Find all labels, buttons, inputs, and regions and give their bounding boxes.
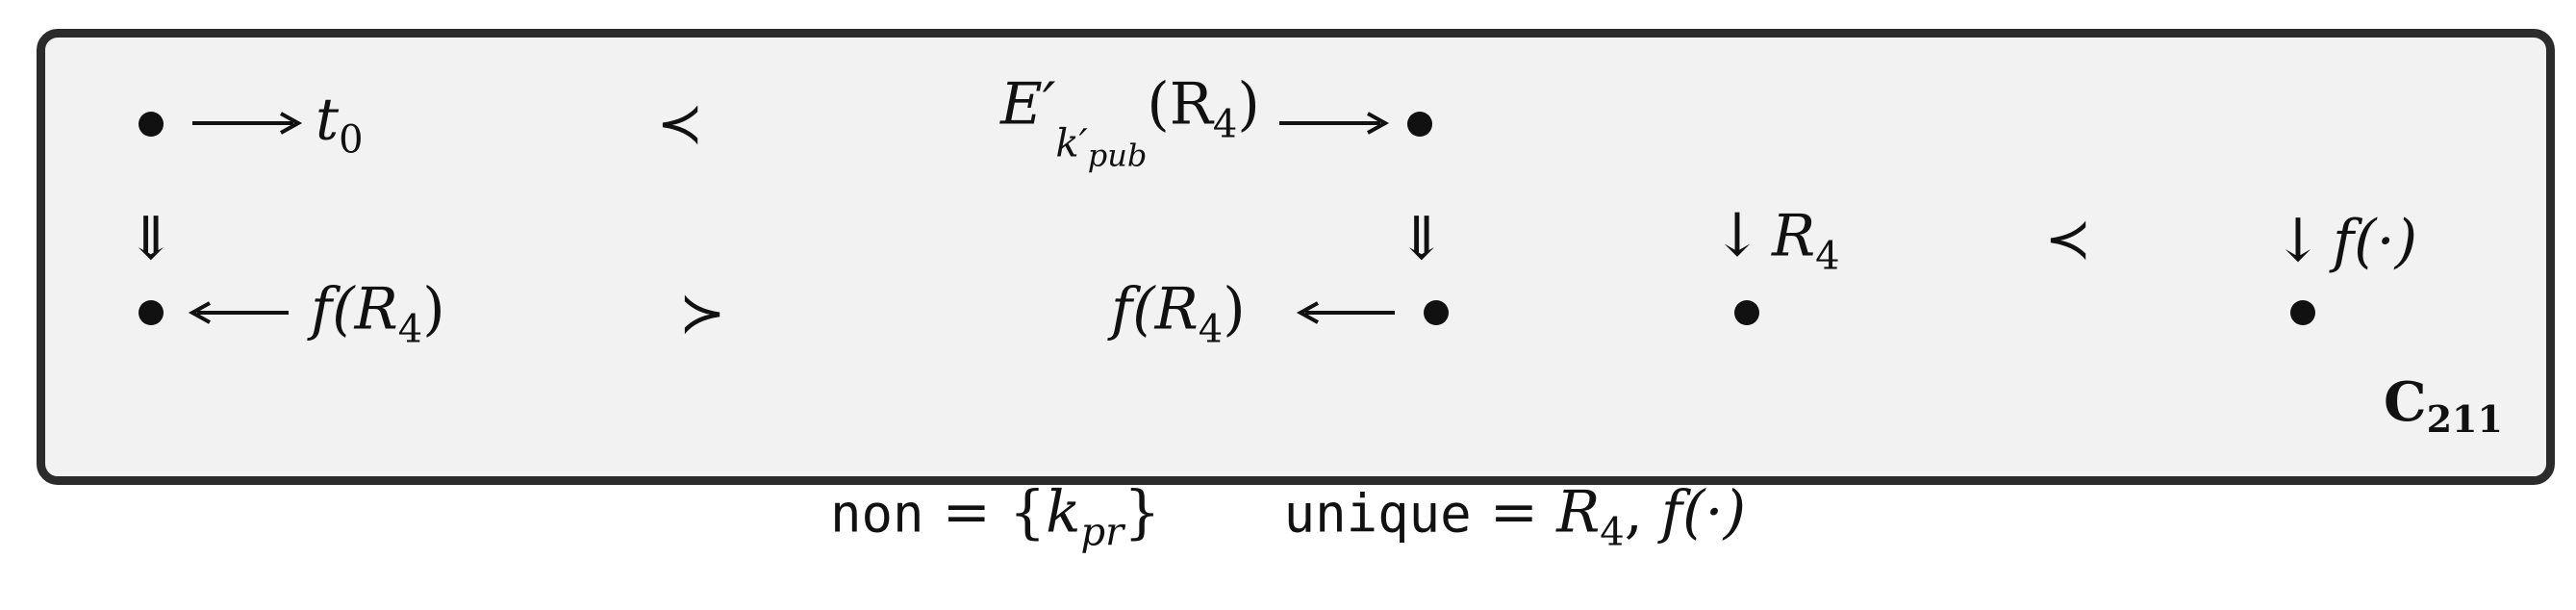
label-encryption: E′k′pub(R4) <box>1000 70 1260 174</box>
label-f-R4-left: f(R4) <box>311 275 445 352</box>
arrow-right-1 <box>192 112 303 135</box>
down-arrow-f: ↓f(·) <box>2273 205 2418 275</box>
double-down-arrow-mid: ⇓ <box>1397 203 1447 273</box>
label-f-R4-mid: f(R4) <box>1111 275 1246 352</box>
arrow-left-1 <box>188 301 289 324</box>
node-r3-left <box>139 300 164 325</box>
node-r1-mid <box>1407 112 1432 137</box>
node-r3-mid <box>1424 300 1449 325</box>
relation-precedes-top: ≺ <box>656 90 704 156</box>
protocol-box <box>37 29 2555 485</box>
footer-constraints: non = {kpr} unique = R4, f(·) <box>830 478 1746 555</box>
label-t0: t0 <box>316 86 364 163</box>
arrow-right-2 <box>1279 112 1390 135</box>
arrow-left-2 <box>1296 301 1395 324</box>
unique-keyword: unique <box>1283 483 1472 545</box>
node-r3-right-a <box>1734 300 1759 325</box>
down-arrow-R4: ↓R4 <box>1712 199 1840 279</box>
double-down-arrow-left: ⇓ <box>126 203 176 273</box>
relation-precedes-right: ≺ <box>2044 206 2092 271</box>
box-label: C211 <box>2384 370 2503 441</box>
non-keyword: non <box>830 483 924 545</box>
node-r3-right-b <box>2290 300 2315 325</box>
node-r1-left <box>139 112 164 137</box>
relation-succeeds: ≻ <box>678 280 726 345</box>
